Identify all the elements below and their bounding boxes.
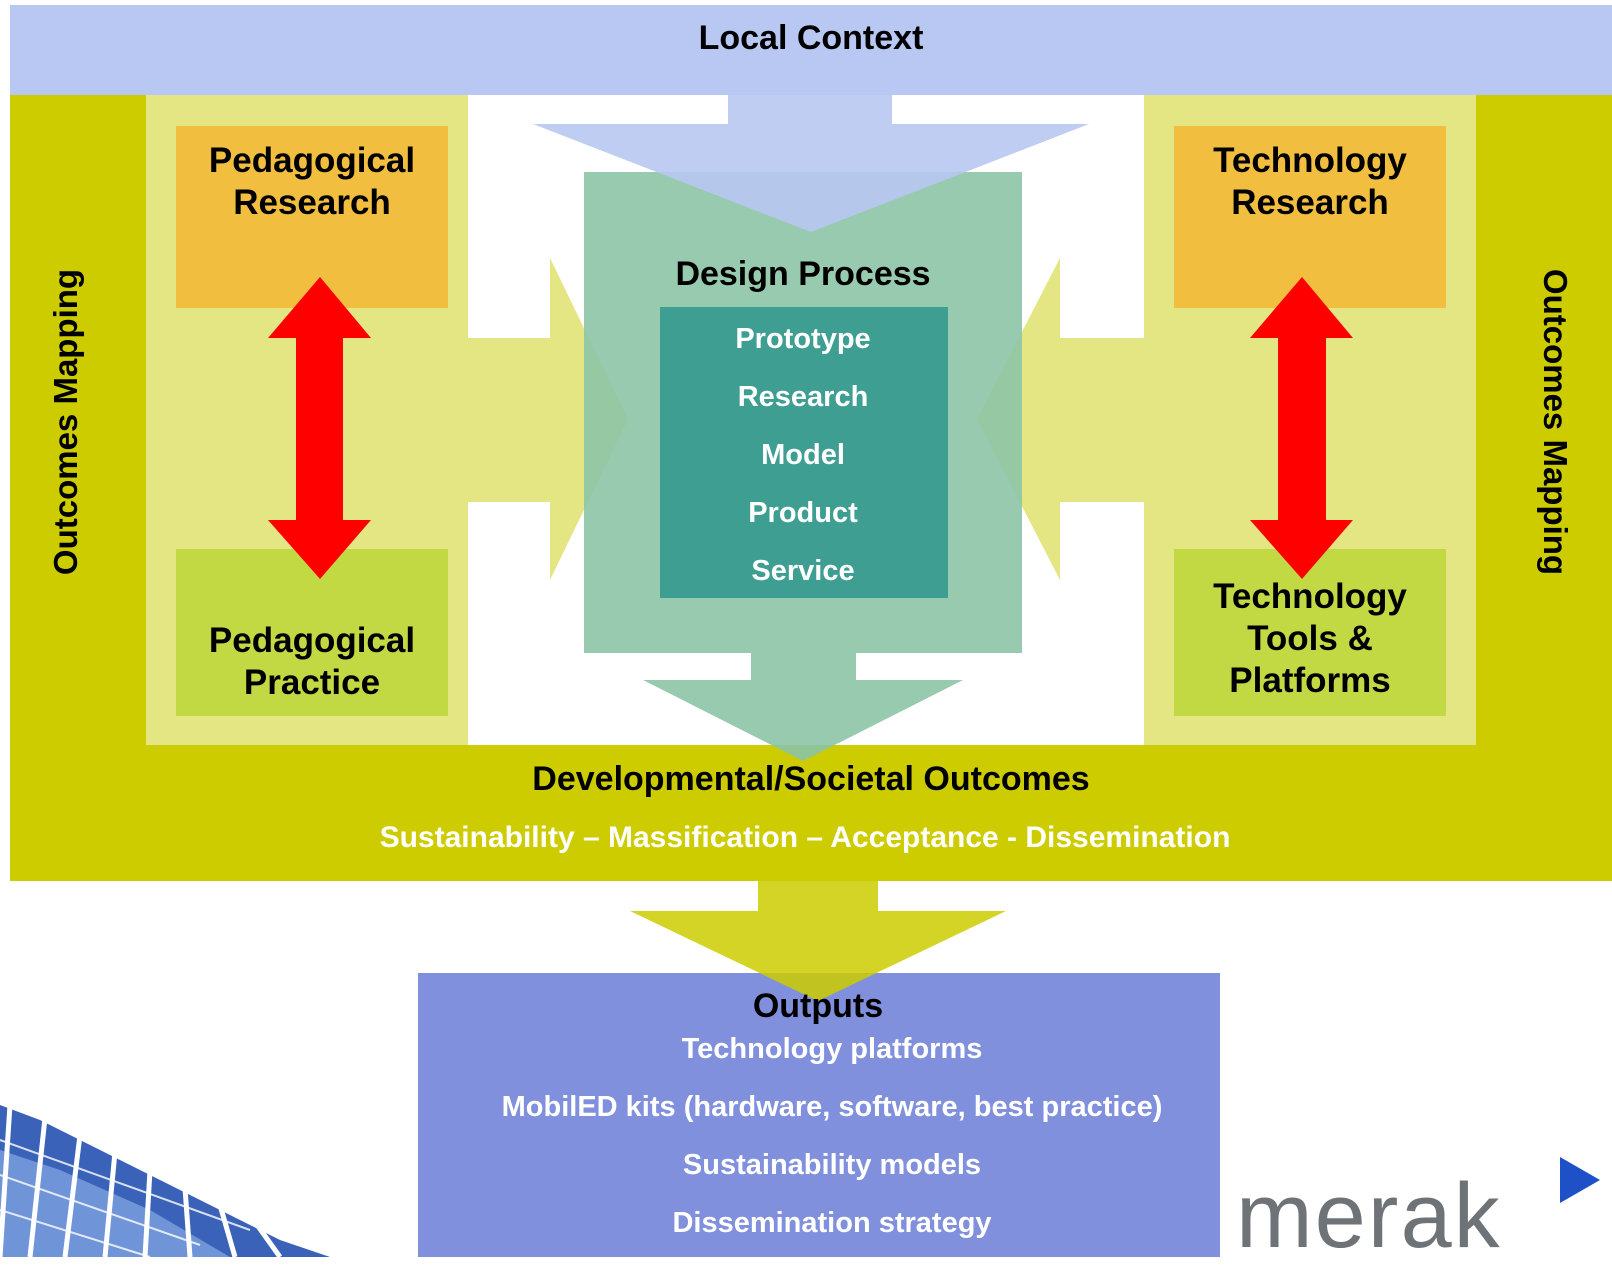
technology-research-box	[1174, 126, 1446, 308]
pedagogical-research-line1: Pedagogical	[208, 141, 416, 180]
outcomes-mapping-right-band	[1476, 95, 1612, 745]
pedagogical-research-box	[176, 126, 448, 308]
output-item: MobilED kits (hardware, software, best p…	[501, 1091, 1163, 1123]
pedagogical-practice-label: Pedagogical Practice	[209, 620, 415, 704]
technology-tools-line2: Tools &	[1247, 619, 1373, 658]
pedagogical-research-line2: Research	[233, 183, 391, 222]
local-context-title: Local Context	[698, 19, 924, 57]
outputs-title: Outputs	[752, 987, 884, 1025]
outcomes-mapping-left-band	[10, 95, 146, 745]
design-item: Service	[751, 555, 855, 587]
design-item: Product	[748, 497, 858, 529]
double-headed-arrow-icon	[1250, 277, 1353, 579]
logo-text: merak	[1236, 1165, 1502, 1267]
technology-tools-line3: Platforms	[1229, 661, 1391, 700]
technology-tools-box	[1174, 549, 1446, 716]
outcomes-mapping-left-label: Outcomes Mapping	[47, 268, 85, 576]
output-item: Sustainability models	[682, 1149, 982, 1181]
technology-research-label: Technology Research	[1213, 140, 1407, 224]
context-down-arrow	[533, 95, 1089, 232]
design-item: Model	[761, 439, 845, 471]
design-process-title: Design Process	[675, 255, 931, 293]
outcomes-down-arrow	[630, 881, 1006, 1001]
outcomes-subtitle: Sustainability – Massification – Accepta…	[379, 821, 1231, 854]
pedagogical-research-label: Pedagogical Research	[209, 140, 415, 224]
technology-tools-line1: Technology	[1213, 577, 1407, 616]
outcomes-band	[10, 745, 1612, 881]
design-item: Prototype	[735, 323, 871, 355]
design-down-arrow	[643, 653, 963, 761]
outcomes-mapping-right-label: Outcomes Mapping	[1536, 268, 1574, 576]
pedagogical-practice-box	[176, 549, 448, 716]
technology-research-line2: Research	[1231, 183, 1389, 222]
technology-tools-label: Technology Tools & Platforms	[1213, 576, 1407, 702]
design-items-box	[660, 307, 948, 598]
design-item: Research	[737, 381, 869, 413]
output-item: Dissemination strategy	[672, 1207, 992, 1239]
pedagogical-practice-line2: Practice	[243, 663, 381, 702]
outputs-box	[418, 973, 1220, 1257]
local-context-band	[10, 5, 1612, 95]
play-triangle-icon	[1560, 1157, 1600, 1203]
technology-research-line1: Technology	[1213, 141, 1407, 180]
output-item: Technology platforms	[681, 1033, 983, 1065]
outcomes-title: Developmental/Societal Outcomes	[532, 760, 1090, 798]
pedagogical-practice-line1: Pedagogical	[208, 621, 416, 660]
double-headed-arrow-icon	[268, 277, 371, 579]
glass-building-icon	[0, 1104, 330, 1257]
